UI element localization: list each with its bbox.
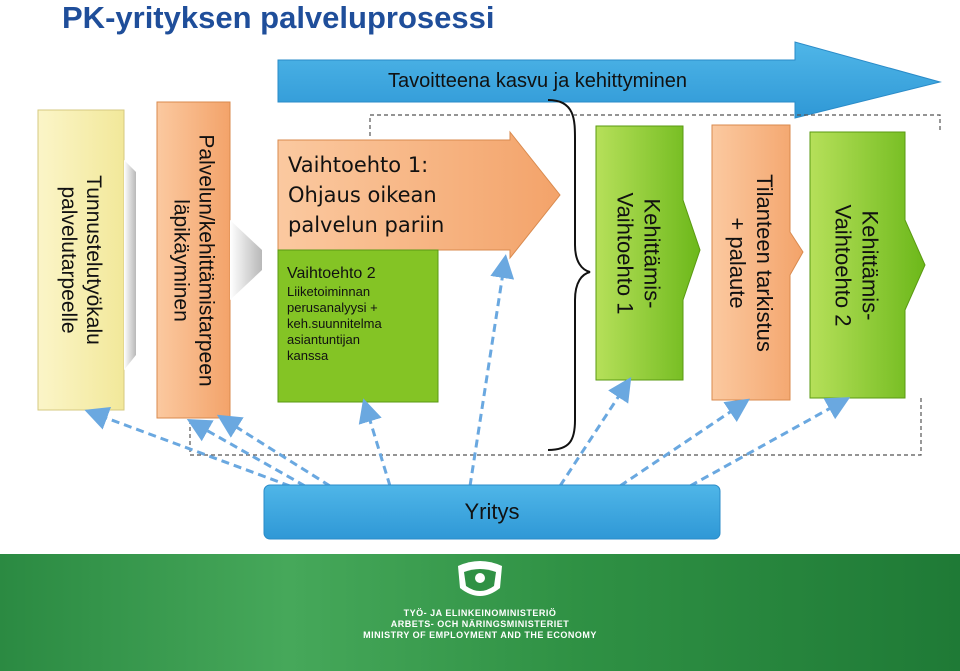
- ministry-emblem-icon: [458, 561, 502, 596]
- company-links: [84, 254, 851, 488]
- chevron-arrow-2: [230, 220, 262, 300]
- needs-review-box: [156, 101, 231, 419]
- option1-label: Vaihtoehto 1: Ohjaus oikean palvelun par…: [288, 153, 445, 237]
- option2-label: Vaihtoehto 2 Liiketoiminnan perusanalyys…: [287, 265, 382, 363]
- option2-box: [277, 249, 439, 403]
- goal-arrow: [277, 41, 942, 119]
- dev-option2-label: Kehittämis- Vaihtoehto 2: [831, 204, 883, 327]
- chevron-arrow-1: [124, 160, 136, 370]
- ministry-name-sv: ARBETS- OCH NÄRINGSMINISTERIET: [390, 619, 570, 629]
- status-check-label: Tilanteen tarkistus + palaute: [725, 174, 777, 352]
- page-title: PK-yrityksen palveluprosessi: [62, 0, 495, 35]
- ministry-footer: TYÖ- JA ELINKEINOMINISTERIÖ ARBETS- OCH …: [0, 554, 960, 671]
- goal-arrow-label: Tavoitteena kasvu ja kehittyminen: [388, 70, 688, 92]
- company-label: Yritys: [464, 499, 520, 524]
- company-box: [263, 484, 721, 540]
- needs-review-label: Palvelun/kehittämistarpeen läpikäyminen: [170, 134, 218, 387]
- ministry-name-fi: TYÖ- JA ELINKEINOMINISTERIÖ: [403, 608, 557, 618]
- dev-option1-label: Kehittämis- Vaihtoehto 1: [613, 192, 665, 315]
- diagnostic-tool-label: Tunnustelutyökalu palvelutarpeelle: [57, 175, 105, 345]
- brace: [547, 99, 591, 451]
- top-feedback-line: [369, 114, 941, 138]
- feedback-loop-line: [189, 398, 922, 456]
- ministry-name-en: MINISTRY OF EMPLOYMENT AND THE ECONOMY: [363, 630, 597, 640]
- diagnostic-tool-box: [37, 109, 125, 411]
